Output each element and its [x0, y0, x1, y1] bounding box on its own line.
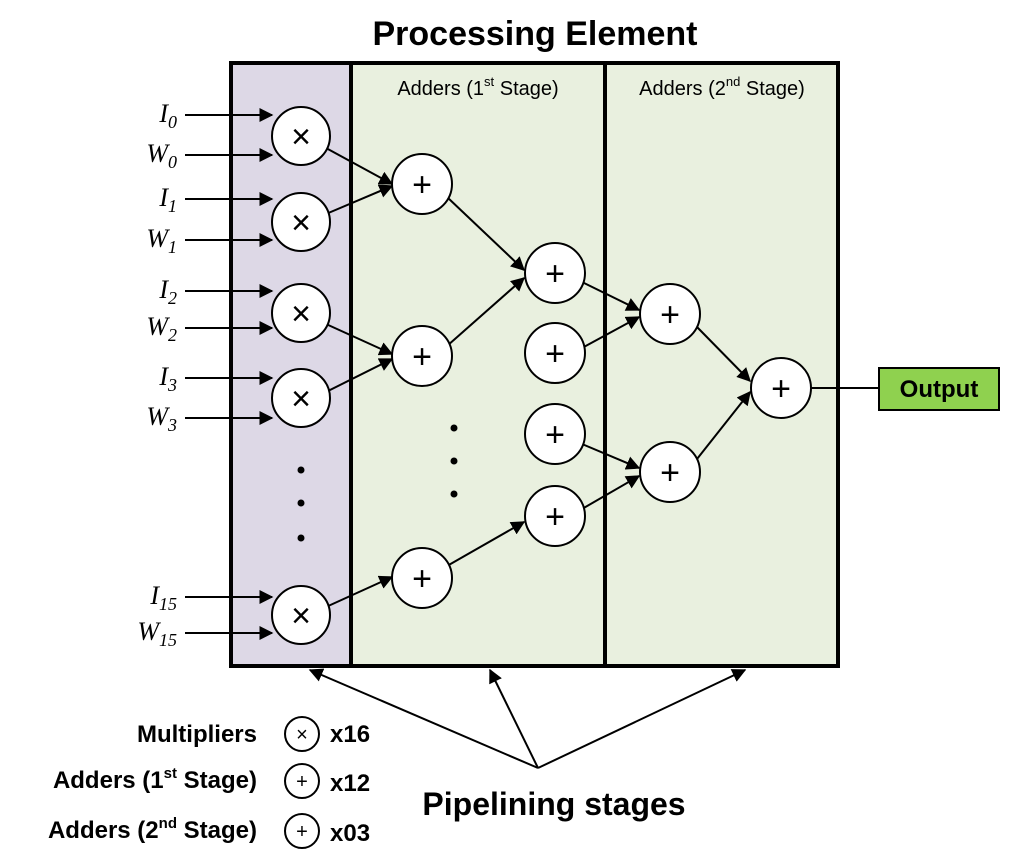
- legend-item-multipliers: Multipliers × x16: [137, 716, 370, 752]
- input-label-i2: I2: [158, 275, 177, 308]
- svg-text:+: +: [545, 335, 565, 373]
- input-label-w15: W15: [137, 617, 177, 650]
- multiplier-node: ×: [271, 368, 331, 428]
- svg-text:×: ×: [296, 724, 308, 746]
- pipelining-stages-label: Pipelining stages: [422, 786, 685, 822]
- ellipsis-dots: [297, 424, 458, 542]
- adder-stage2-label: Adders (2nd Stage): [639, 74, 805, 100]
- svg-text:×: ×: [291, 597, 311, 635]
- svg-text:+: +: [545, 255, 565, 293]
- input-label-w2: W2: [146, 312, 177, 345]
- svg-text:+: +: [660, 454, 680, 492]
- svg-text:×: ×: [291, 295, 311, 333]
- multiplier-nodes: × × × × ×: [271, 106, 331, 645]
- multiplier-node: ×: [271, 283, 331, 343]
- svg-text:+: +: [412, 560, 432, 598]
- svg-text:x12: x12: [330, 770, 370, 797]
- pipelining-pointer-arrows: [308, 668, 747, 769]
- input-label-i15: I15: [149, 581, 177, 614]
- adder-node: +: [639, 441, 701, 503]
- multiplier-node: ×: [271, 106, 331, 166]
- legend: Multipliers × x16 Adders (1st Stage) + x…: [48, 716, 370, 849]
- svg-text:+: +: [771, 370, 791, 408]
- svg-text:Adders (2nd Stage): Adders (2nd Stage): [48, 815, 257, 844]
- input-label-w1: W1: [146, 224, 177, 257]
- output-label: Output: [900, 376, 979, 403]
- adder-nodes: + + + + + + + + + +: [391, 153, 812, 609]
- output-box: Output: [878, 367, 1000, 411]
- svg-text:+: +: [412, 338, 432, 376]
- adder-node: +: [524, 485, 586, 547]
- input-label-w0: W0: [146, 139, 177, 172]
- svg-text:x03: x03: [330, 820, 370, 847]
- connection-edges: [325, 147, 879, 608]
- adder-node: +: [391, 153, 453, 215]
- adder-node: +: [639, 283, 701, 345]
- svg-text:×: ×: [291, 380, 311, 418]
- svg-text:+: +: [660, 296, 680, 334]
- input-label-i0: I0: [158, 99, 177, 132]
- svg-text:+: +: [545, 416, 565, 454]
- adder-node: +: [524, 322, 586, 384]
- adder-node: +: [524, 242, 586, 304]
- svg-text:Adders (1st Stage): Adders (1st Stage): [53, 765, 257, 794]
- svg-text:Multipliers: Multipliers: [137, 721, 257, 748]
- multiplier-node: ×: [271, 192, 331, 252]
- svg-text:×: ×: [291, 118, 311, 156]
- svg-text:+: +: [296, 771, 308, 793]
- svg-text:+: +: [296, 821, 308, 843]
- adder-node: +: [524, 403, 586, 465]
- adder-stage2-panel: [603, 61, 840, 668]
- input-label-i1: I1: [158, 183, 177, 216]
- legend-item-adders-1st: Adders (1st Stage) + x12: [53, 763, 370, 799]
- multiplier-node: ×: [271, 585, 331, 645]
- adder-node: +: [391, 547, 453, 609]
- svg-text:×: ×: [291, 204, 311, 242]
- input-labels: I0 W0 I1 W1 I2 W2 I3 W3 I15 W15: [137, 99, 177, 650]
- input-label-i3: I3: [158, 362, 177, 395]
- svg-text:+: +: [412, 166, 432, 204]
- legend-item-adders-2nd: Adders (2nd Stage) + x03: [48, 813, 370, 849]
- input-arrows: [185, 108, 274, 640]
- adder-node: +: [391, 325, 453, 387]
- input-label-w3: W3: [146, 402, 177, 435]
- final-adder-node: +: [750, 357, 812, 419]
- svg-text:+: +: [545, 498, 565, 536]
- svg-text:x16: x16: [330, 721, 370, 748]
- adder-stage1-label: Adders (1st Stage): [397, 74, 558, 100]
- diagram-title: Processing Element: [372, 15, 697, 53]
